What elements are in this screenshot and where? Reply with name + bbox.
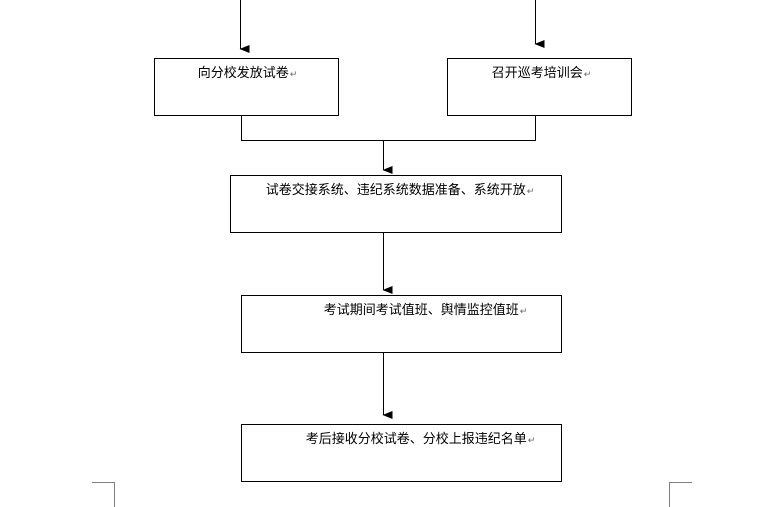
page-corner-mark-left: [92, 482, 115, 507]
merge-connector: [241, 116, 536, 141]
box-label-distribute-papers: 向分校发放试卷: [197, 66, 289, 81]
box-distribute-papers: 向分校发放试卷↵: [154, 58, 339, 116]
paragraph-mark-icon: ↵: [527, 436, 536, 446]
box-systems-ready: 试卷交接系统、违纪系统数据准备、系统开放↵: [230, 175, 562, 233]
box-label-training-meeting: 召开巡考培训会: [491, 66, 583, 81]
box-duty-during-exam: 考试期间考试值班、舆情监控值班↵: [241, 295, 562, 353]
paragraph-mark-icon: ↵: [519, 307, 528, 317]
box-training-meeting: 召开巡考培训会↵: [447, 58, 632, 116]
box-label-duty-during-exam: 考试期间考试值班、舆情监控值班: [323, 303, 519, 318]
paragraph-mark-icon: ↵: [289, 70, 298, 80]
page-corner-mark-right: [669, 482, 692, 507]
paragraph-mark-icon: ↵: [526, 187, 535, 197]
box-label-post-exam: 考后接收分校试卷、分校上报违纪名单: [305, 432, 527, 447]
box-label-systems-ready: 试卷交接系统、违纪系统数据准备、系统开放: [265, 183, 526, 198]
paragraph-mark-icon: ↵: [583, 70, 592, 80]
box-post-exam: 考后接收分校试卷、分校上报违纪名单↵: [241, 424, 562, 482]
